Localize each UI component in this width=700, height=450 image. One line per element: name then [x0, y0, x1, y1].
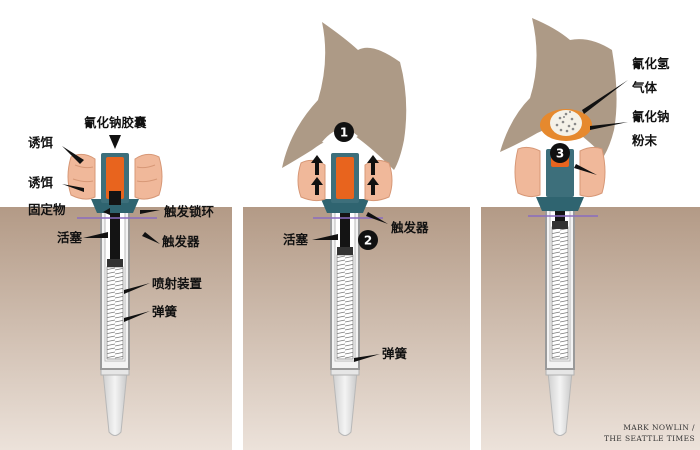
label-holder: 固定物: [28, 202, 66, 217]
label-capsule: 氰化钠胶囊: [84, 115, 147, 130]
pointers-panel-1: [62, 146, 160, 322]
label-bait-top: 诱饵: [28, 135, 54, 150]
step-2-number: 2: [364, 234, 372, 248]
capsule-pointer-1: [109, 135, 121, 149]
label-ejector: 喷射装置: [152, 276, 203, 291]
step-marker-2: [358, 230, 378, 250]
credit-line1: MARK NOWLIN /: [623, 423, 695, 432]
label-powder-line1: 氰化钠: [632, 109, 670, 124]
spring-2: [336, 254, 354, 360]
label-bait-mid: 诱饵: [28, 175, 54, 190]
step-3-number: 3: [556, 147, 564, 161]
device-panel-2: [297, 153, 393, 437]
step-1-number: 1: [340, 126, 348, 140]
capsule-1: [106, 157, 124, 199]
label-gas-line1: 氰化氢: [632, 56, 670, 71]
pull-arrows: [311, 155, 379, 195]
step-marker-3: [550, 143, 570, 163]
soil-panel-3: [481, 207, 700, 450]
label-spring-1: 弹簧: [152, 304, 178, 319]
label-piston-2: 活塞: [283, 232, 309, 247]
step-marker-1: [334, 122, 354, 142]
pointers-panel-3: [574, 80, 628, 175]
credit-line2: THE SEATTLE TIMES: [604, 434, 695, 443]
pointers-panel-2: [312, 212, 388, 362]
capsule-2: [336, 157, 354, 199]
label-spring-2: 弹簧: [382, 346, 408, 361]
label-powder-line2: 粉末: [632, 133, 658, 148]
device-panel-1: [67, 135, 163, 437]
bait-right-1: [134, 153, 163, 200]
label-trigger-ring: 触发锁环: [163, 204, 215, 219]
label-trigger-2: 触发器: [390, 220, 429, 235]
piston-2: [340, 197, 350, 249]
ejector-1: [107, 259, 123, 267]
device-panel-3: [514, 146, 606, 437]
animal-panel-2: [282, 22, 407, 170]
spring-3: [551, 226, 569, 360]
label-trigger-1: 触发器: [161, 234, 200, 249]
spring-1: [106, 266, 124, 360]
piston-1: [110, 201, 120, 261]
powder-particles: [555, 111, 577, 133]
label-gas-line2: 气体: [631, 80, 658, 95]
label-piston-1: 活塞: [57, 230, 83, 245]
